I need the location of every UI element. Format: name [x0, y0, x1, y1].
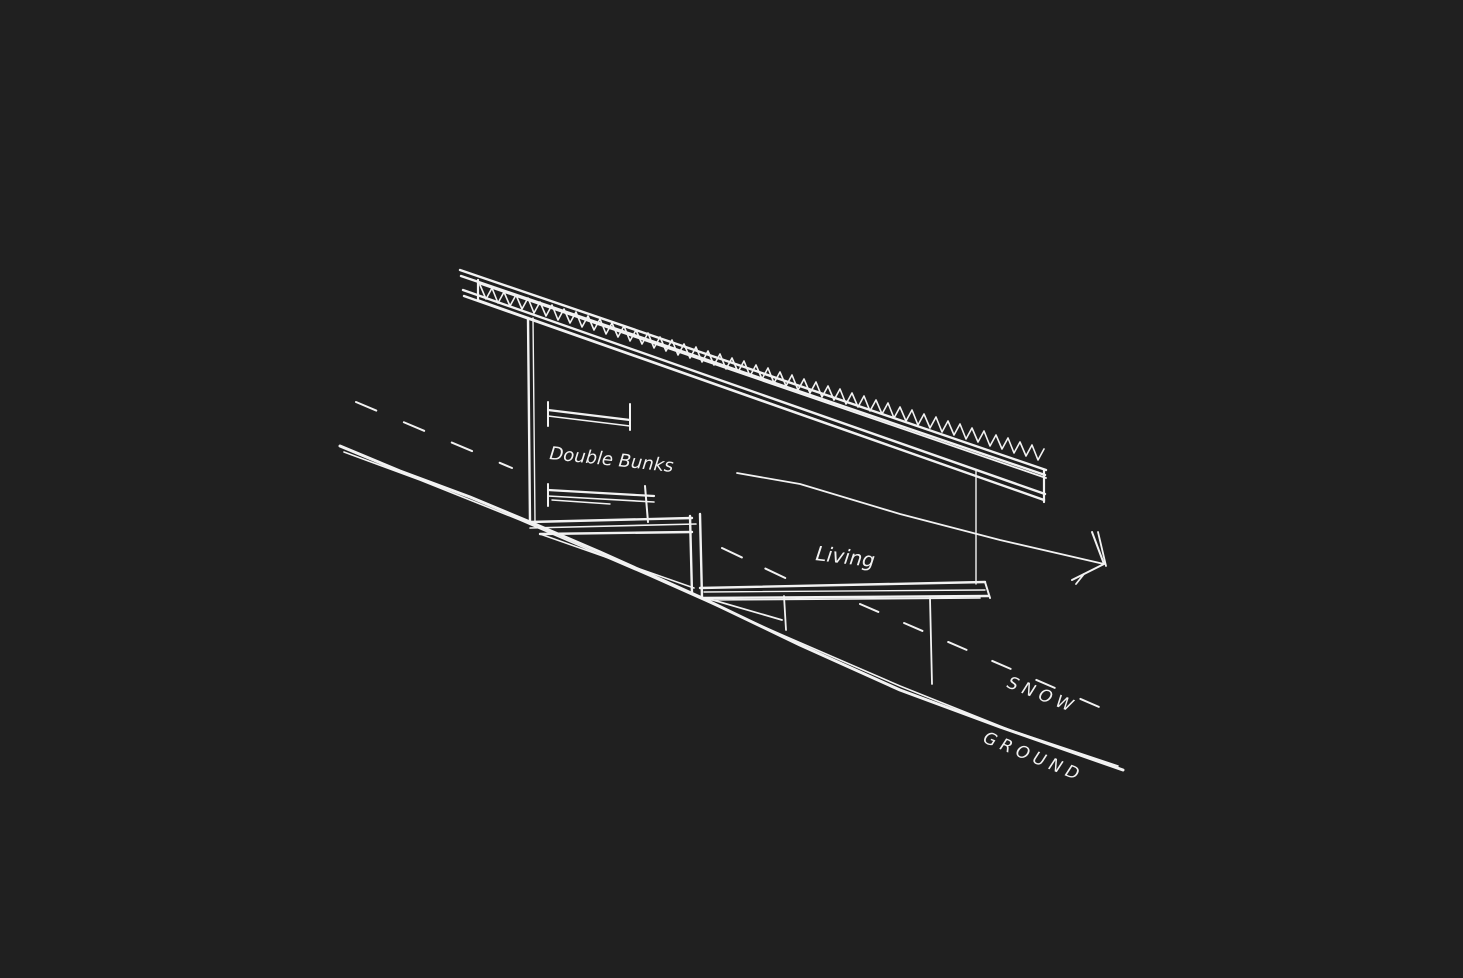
ground-line	[338, 444, 1125, 772]
bunk-lower	[546, 483, 656, 523]
label-ground: GROUND	[980, 728, 1086, 786]
view-arrow	[736, 472, 1107, 585]
label-living: Living	[814, 541, 876, 572]
label-snow: SNOW	[1004, 673, 1080, 718]
bunk-upper	[546, 401, 632, 431]
label-double-bunks: Double Bunks	[548, 443, 674, 477]
upper-floor	[528, 512, 704, 600]
wall-left	[526, 316, 536, 524]
piers	[783, 469, 977, 685]
living-floor	[698, 580, 991, 621]
roof	[458, 268, 1048, 504]
snow-line	[355, 401, 1121, 717]
